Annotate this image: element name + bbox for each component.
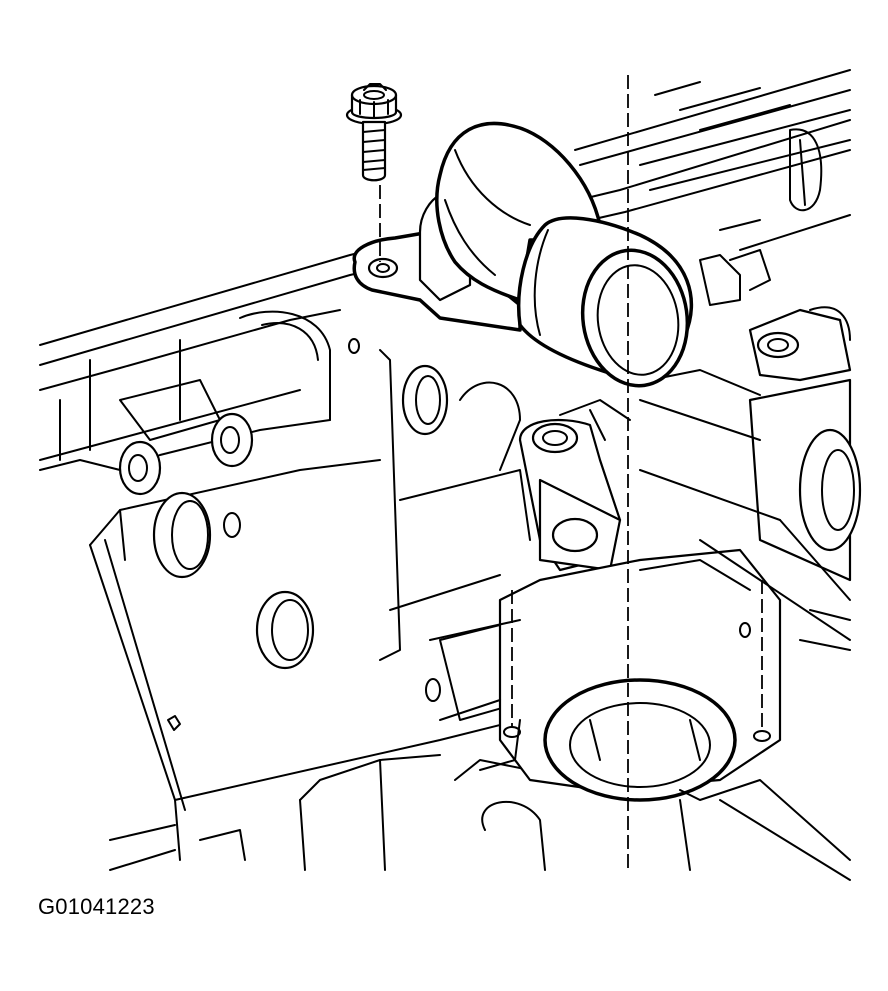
figure-id-label: G01041223 bbox=[38, 894, 155, 919]
water-pump-flange bbox=[429, 548, 851, 881]
intake-manifold-area bbox=[379, 349, 531, 721]
engine-block-front bbox=[89, 459, 546, 871]
water-outlet bbox=[352, 121, 694, 388]
alignment-lines bbox=[379, 75, 763, 870]
bolt bbox=[345, 83, 403, 182]
cylinder-head-outline bbox=[39, 69, 851, 471]
thermostat-housing bbox=[518, 399, 631, 572]
right-head-details bbox=[639, 128, 862, 651]
head-bolt-bosses bbox=[118, 338, 360, 496]
engine-diagram bbox=[39, 69, 862, 881]
